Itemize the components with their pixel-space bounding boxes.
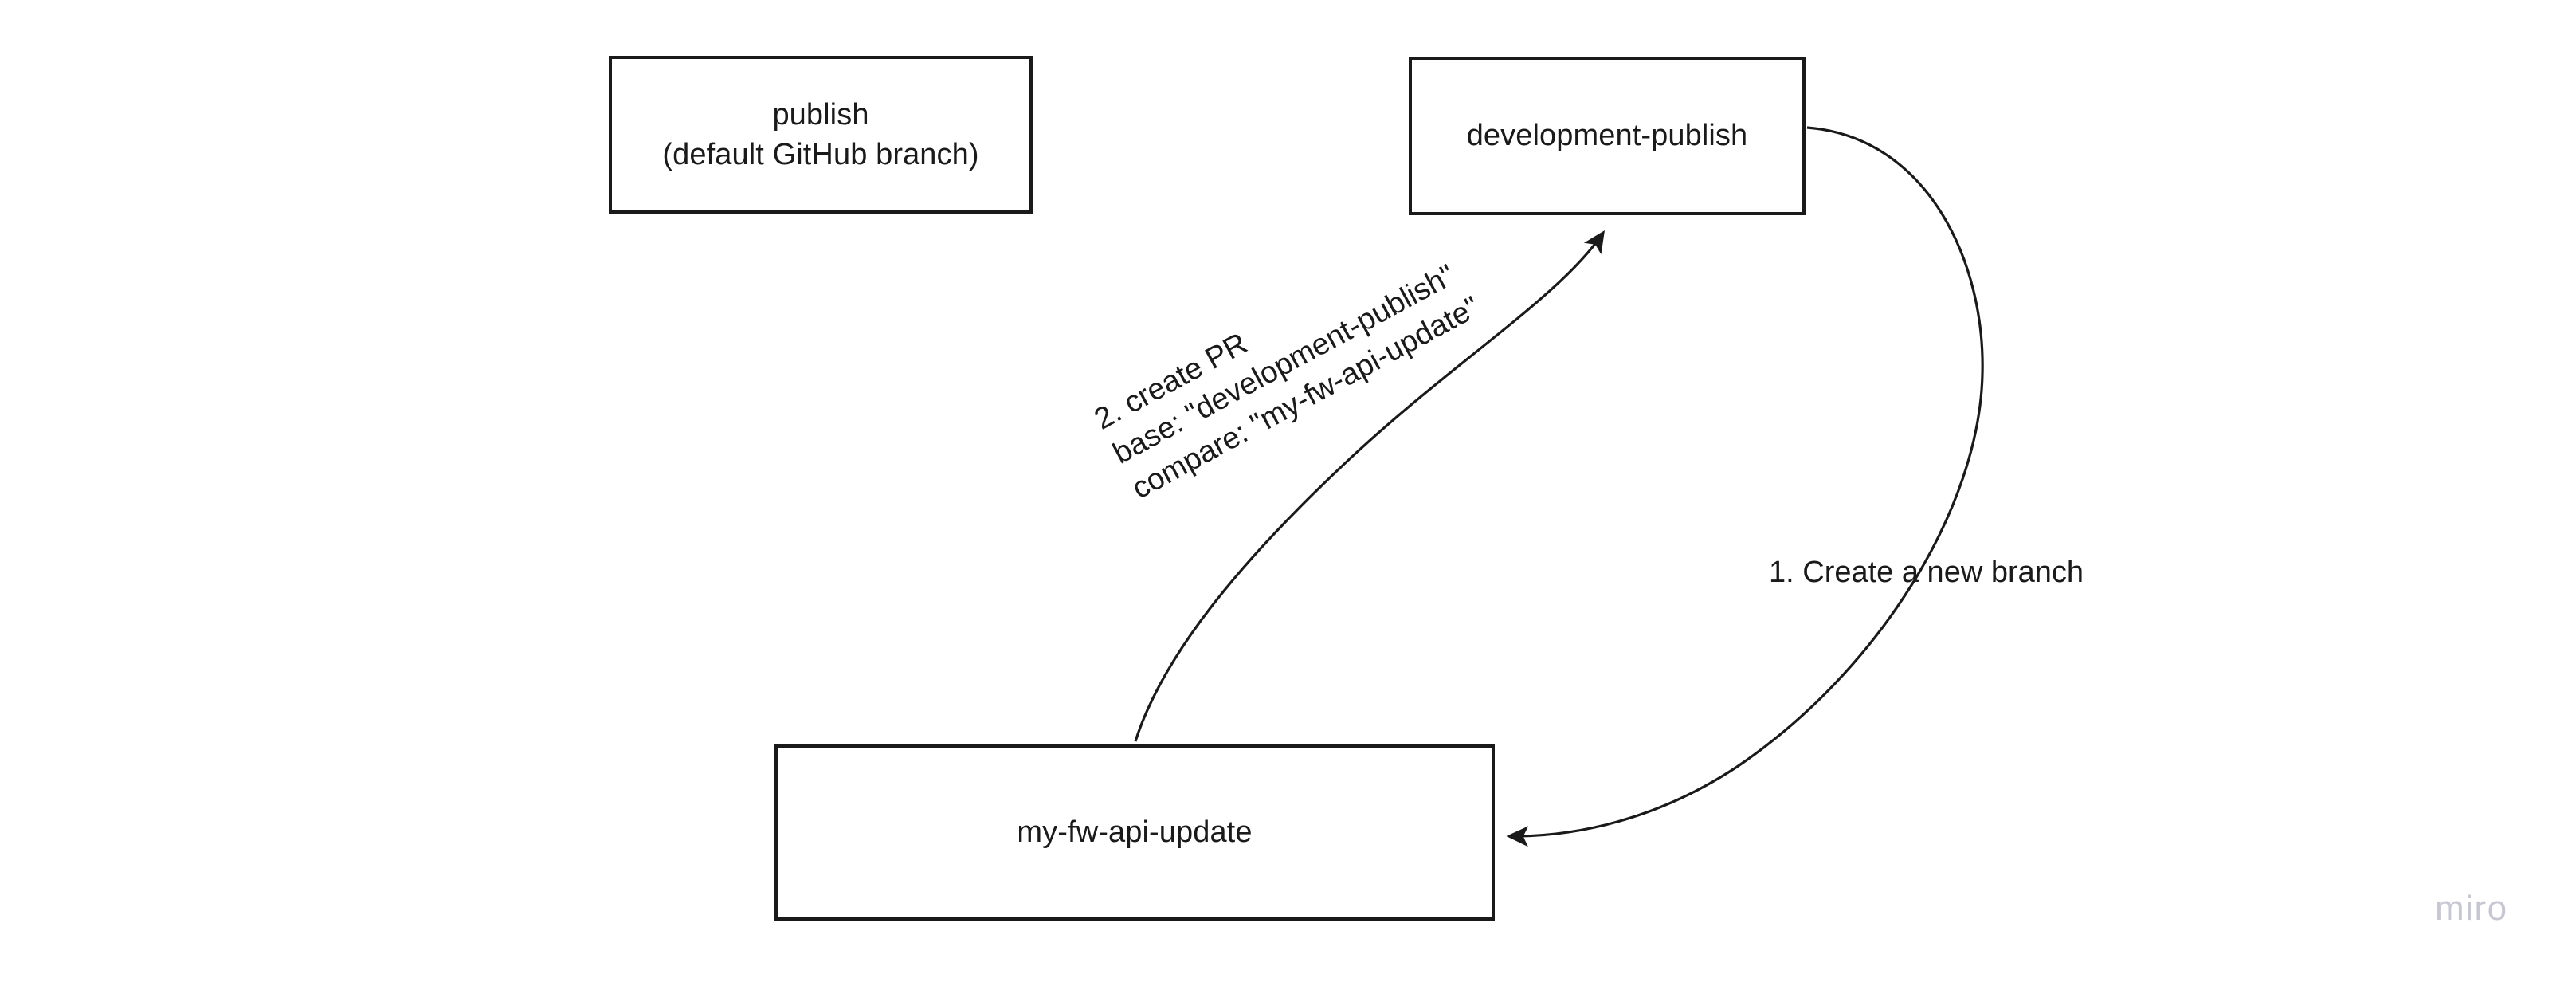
node-publish[interactable]: publish (default GitHub branch) xyxy=(609,56,1033,214)
node-my-fw-api-update[interactable]: my-fw-api-update xyxy=(774,744,1495,921)
node-development-publish-label: development-publish xyxy=(1466,119,1748,153)
edge-label-create-branch[interactable]: 1. Create a new branch xyxy=(1769,556,2084,589)
miro-watermark: miro xyxy=(2435,889,2508,928)
node-development-publish[interactable]: development-publish xyxy=(1409,57,1806,215)
edge-create-branch-path[interactable] xyxy=(1506,126,1984,847)
node-publish-label: publish (default GitHub branch) xyxy=(662,97,979,171)
edge-label-create-pr[interactable]: 2. create PR base: "development-publish"… xyxy=(1088,258,1486,506)
node-my-fw-api-update-label: my-fw-api-update xyxy=(1017,815,1253,850)
